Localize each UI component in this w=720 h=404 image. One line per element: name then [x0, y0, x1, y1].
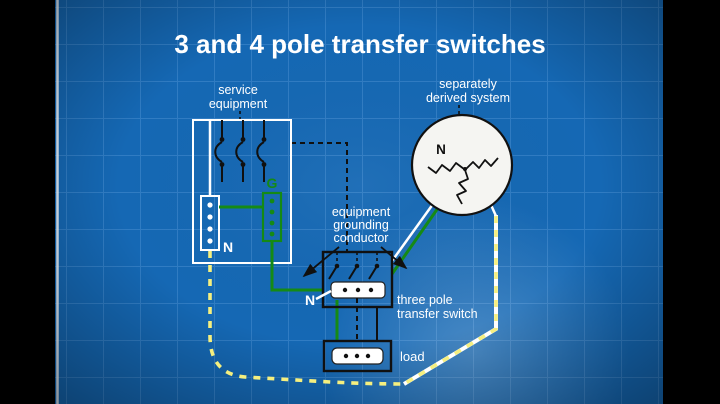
- neutral-wire-yellow-dashed: [208, 215, 498, 386]
- derived-system-label-line1: separately: [439, 77, 497, 91]
- grounding-callout-line2: grounding: [333, 218, 389, 232]
- switch-pole-3: [368, 252, 380, 280]
- ground-bus-label: G: [267, 175, 278, 191]
- grounding-callout-line3: conductor: [334, 231, 389, 245]
- service-equipment-label-line1: service: [218, 83, 258, 97]
- derived-system-label-line2: derived system: [426, 91, 510, 105]
- page-title: 3 and 4 pole transfer switches: [174, 29, 545, 59]
- service-neutral-label: N: [223, 239, 233, 255]
- generator-circle: [410, 113, 514, 217]
- transfer-switch-label-line2: transfer switch: [397, 307, 478, 321]
- switch-neutral-link-wire: [315, 289, 332, 301]
- grounding-wire-to-switch: [270, 241, 323, 292]
- generator-feeder-wire: [390, 203, 435, 262]
- callout-arrow-right: [380, 246, 408, 270]
- switch-pole-1: [328, 252, 340, 280]
- transfer-switch: N three pole transfer switch: [305, 250, 478, 341]
- letterbox-left: [0, 0, 55, 404]
- separately-derived-system: separately derived system N: [410, 77, 514, 217]
- transfer-switch-label-line1: three pole: [397, 293, 453, 307]
- service-equipment: service equipment: [192, 83, 292, 264]
- phase-feeder-dashed-wire: [291, 142, 348, 252]
- breaker-pole-3: [256, 120, 267, 182]
- grounding-conductor-callout: equipment grounding conductor: [302, 205, 408, 278]
- switch-pole-2: [348, 252, 360, 280]
- grounding-callout-line1: equipment: [332, 205, 391, 219]
- letterbox-right: [663, 0, 720, 404]
- service-equipment-label-line2: equipment: [209, 97, 268, 111]
- vignette: [55, 0, 663, 404]
- breaker-pole-2: [235, 120, 246, 182]
- load-enclosure: [322, 339, 393, 373]
- load-panel: load: [322, 339, 425, 373]
- breaker-pole-1: [214, 120, 225, 182]
- load-label: load: [400, 349, 425, 364]
- switch-neutral-terminal-strip: [330, 281, 386, 299]
- generator-neutral-label: N: [436, 142, 446, 157]
- switch-neutral-label: N: [305, 292, 315, 308]
- generator-winding-icon: [427, 157, 499, 205]
- service-neutral-bus: [200, 195, 220, 251]
